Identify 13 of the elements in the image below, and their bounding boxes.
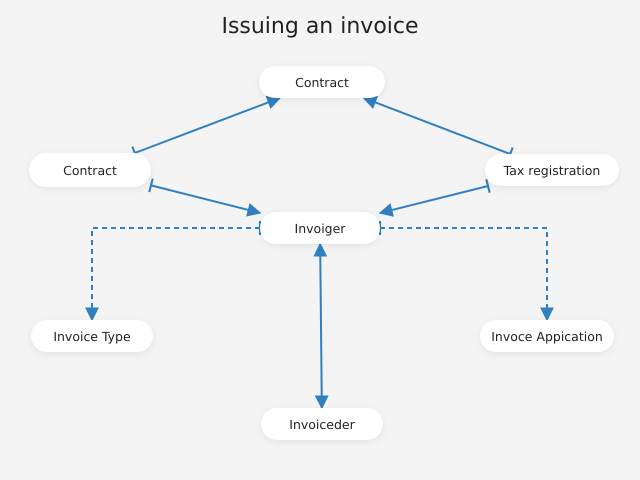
- node-pill: Contract: [259, 66, 385, 98]
- arrow: [148, 178, 262, 217]
- node-pill: Invoce Appication: [480, 320, 614, 352]
- arrow: [378, 220, 554, 322]
- node-pill: Invoice Type: [31, 320, 153, 352]
- node-pill: Tax registration: [485, 154, 619, 186]
- arrow: [85, 220, 262, 322]
- node-pill: Invoiceder: [261, 408, 383, 440]
- diagram-title: Issuing an invoice: [220, 14, 420, 39]
- node-pill: Contract: [29, 153, 151, 187]
- arrow: [378, 178, 491, 217]
- arrow: [313, 242, 329, 410]
- node-pill: Invoiger: [260, 212, 380, 244]
